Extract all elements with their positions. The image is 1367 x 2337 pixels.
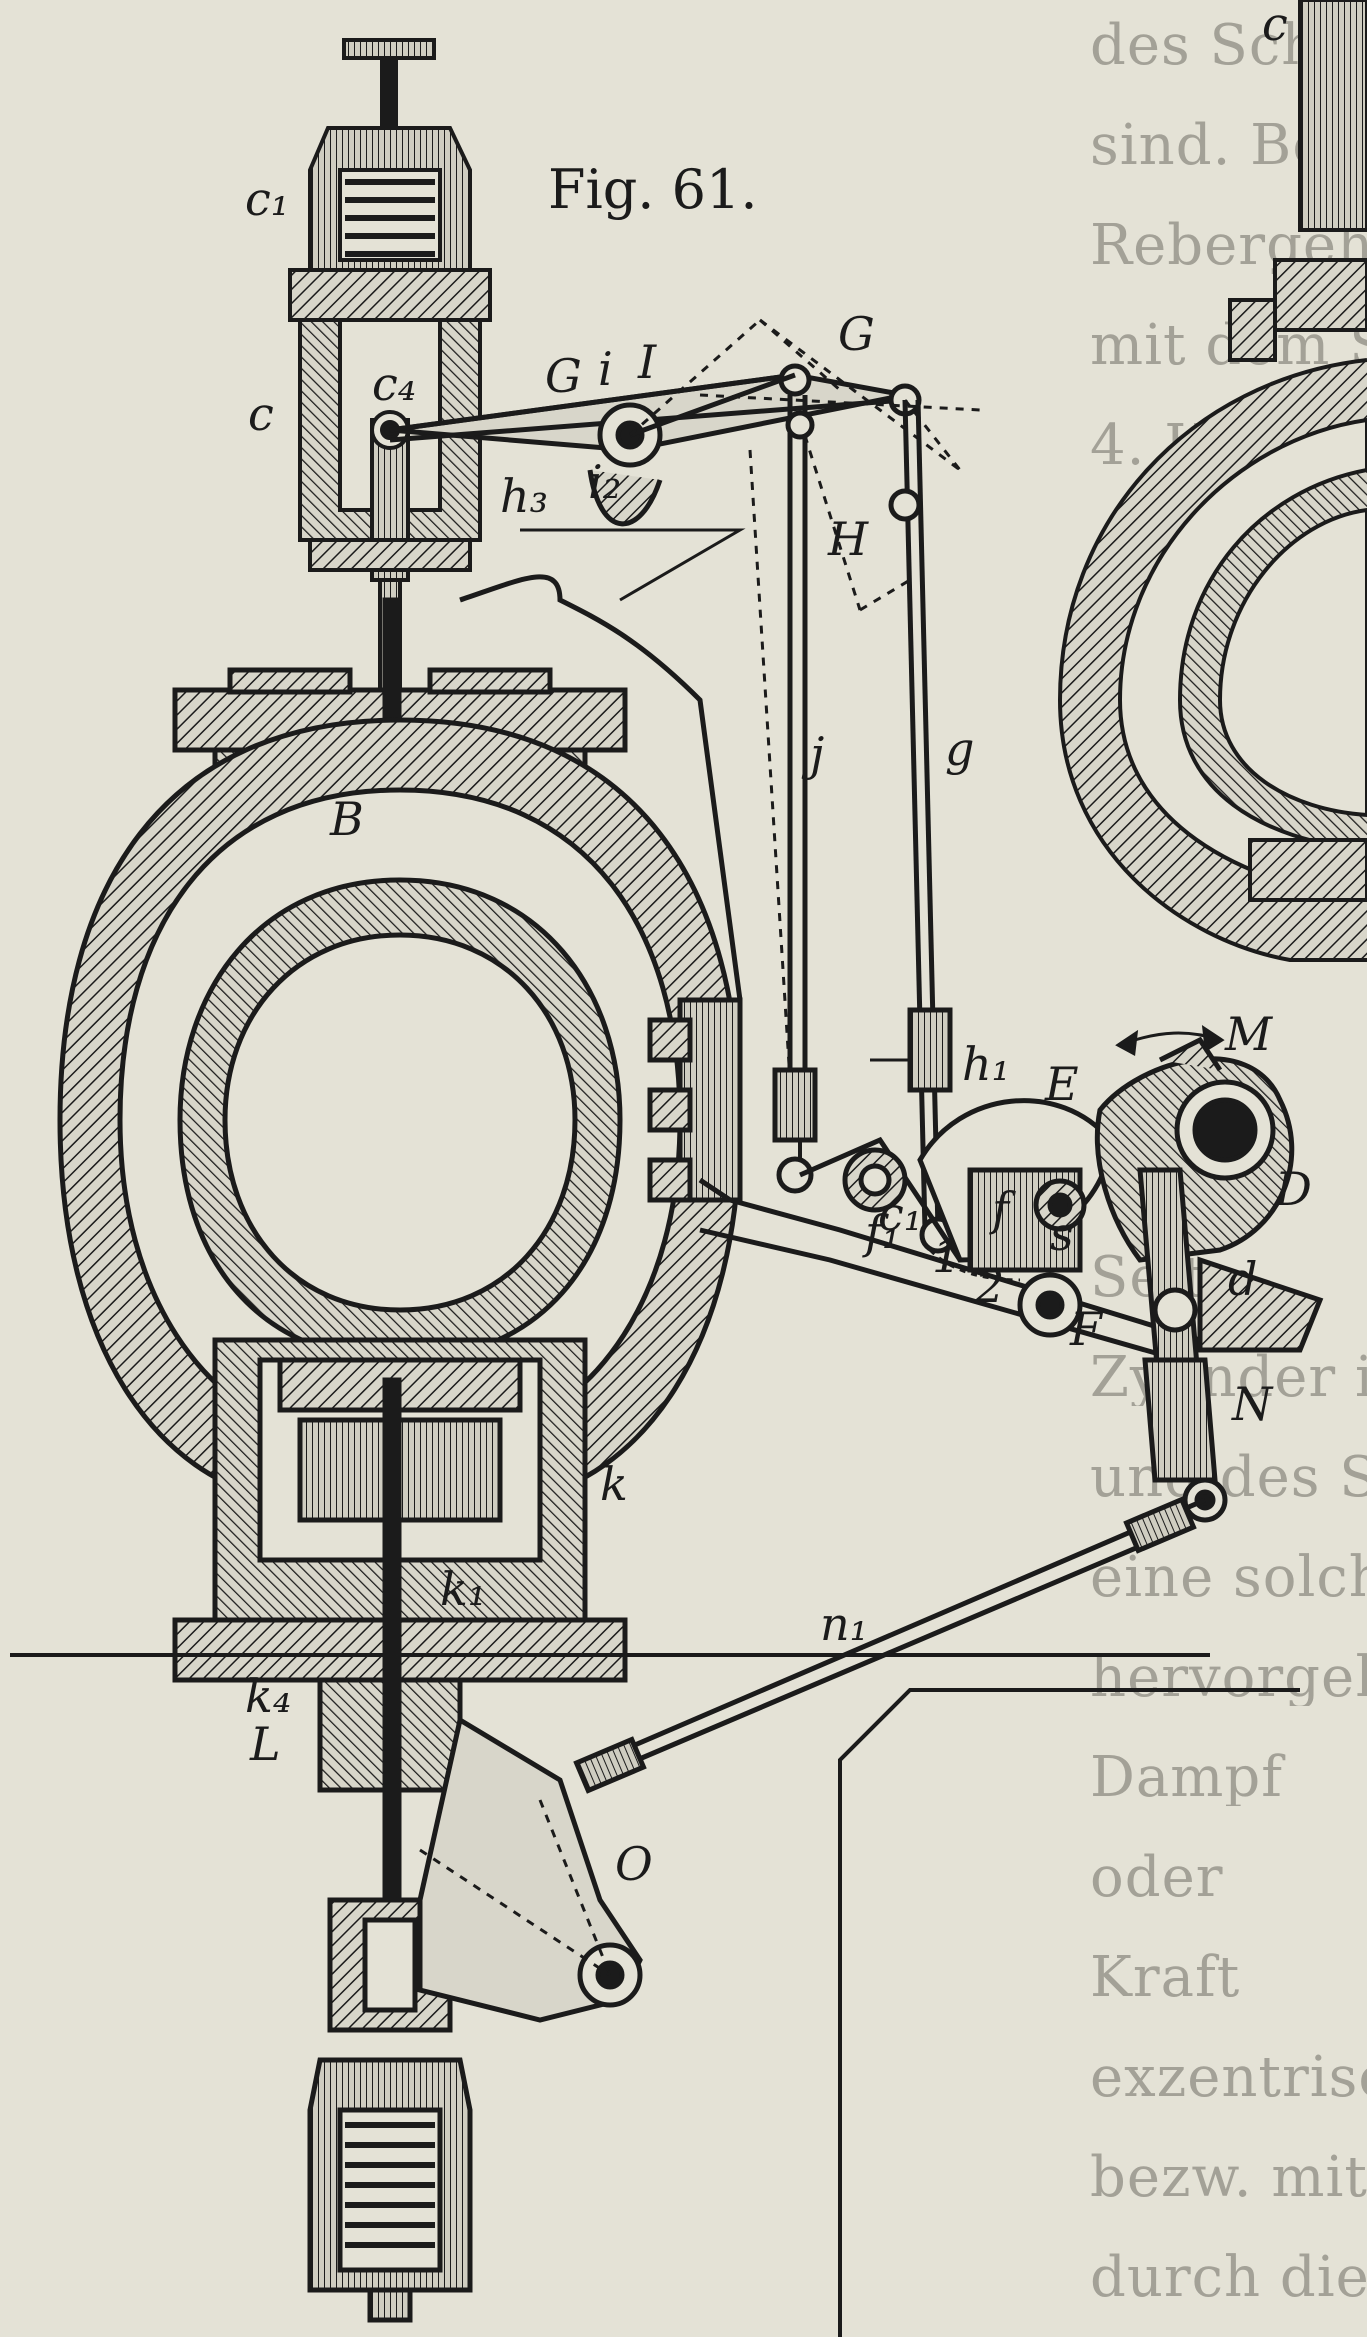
bg-text-10: hervorgeht <box>1090 1650 1367 1706</box>
label-I: I <box>637 335 657 389</box>
label-F: F <box>1069 1302 1104 1356</box>
bg-text-16: durch die nötige Verschiebung <box>1090 2250 1367 2306</box>
bg-text-7: Zylinder in Verbindung <box>1090 1350 1367 1406</box>
label-G-right: G <box>838 307 875 361</box>
bg-text-12: oder <box>1090 1850 1224 1906</box>
label-two: 2 <box>974 1259 1004 1313</box>
bg-text-15: bezw. mit dem <box>1090 2150 1367 2206</box>
right-partial-valve <box>1057 0 1367 962</box>
label-M: M <box>1224 1007 1274 1061</box>
label-k1: k₁ <box>440 1562 486 1616</box>
label-g: g <box>945 722 974 776</box>
label-f1: f₁ <box>862 1205 900 1259</box>
label-D: D <box>1274 1162 1312 1216</box>
label-H: H <box>827 512 869 566</box>
main-valve-body <box>57 597 743 2323</box>
bg-text-14: exzentrischen Hebels mit dem <box>1090 2050 1367 2106</box>
label-h3: h₃ <box>500 469 548 523</box>
label-c-top: c <box>1262 0 1288 51</box>
lever-linkage-top <box>389 318 981 1081</box>
label-O: O <box>615 1837 653 1891</box>
figure-caption: Fig. 61. <box>548 158 758 221</box>
eccentric-mechanism <box>798 1024 1324 1523</box>
figure-labels: c₁ c c₄ G i I G i₂ h₃ H B j g h₁ E M D f… <box>245 0 1312 1891</box>
label-n1: n₁ <box>820 1597 868 1651</box>
label-c1: c₁ <box>245 172 289 226</box>
label-d: d <box>1228 1252 1257 1306</box>
bg-text-11: Dampf <box>1090 1750 1283 1806</box>
label-s: s <box>1050 1207 1074 1261</box>
label-c4: c₄ <box>372 357 416 411</box>
label-B: B <box>329 792 364 846</box>
label-k4: k₄ <box>245 1669 291 1723</box>
label-one: 1 <box>932 1229 961 1283</box>
label-L: L <box>249 1717 281 1771</box>
label-G-left: G <box>545 349 582 403</box>
label-i2: i₂ <box>588 455 621 509</box>
label-c1b: c₁ <box>878 1187 922 1241</box>
lower-linkage <box>10 1496 1300 2337</box>
label-i: i <box>598 342 613 396</box>
label-E: E <box>1044 1057 1079 1111</box>
label-k: k <box>600 1457 628 1511</box>
bg-text-13: Kraft <box>1090 1950 1241 2006</box>
bg-text-8: und des Schiebergehäuses. <box>1090 1450 1367 1506</box>
label-N: N <box>1231 1377 1274 1431</box>
label-c: c <box>248 387 274 441</box>
vertical-rods <box>772 395 957 1254</box>
label-h1: h₁ <box>962 1037 1010 1091</box>
